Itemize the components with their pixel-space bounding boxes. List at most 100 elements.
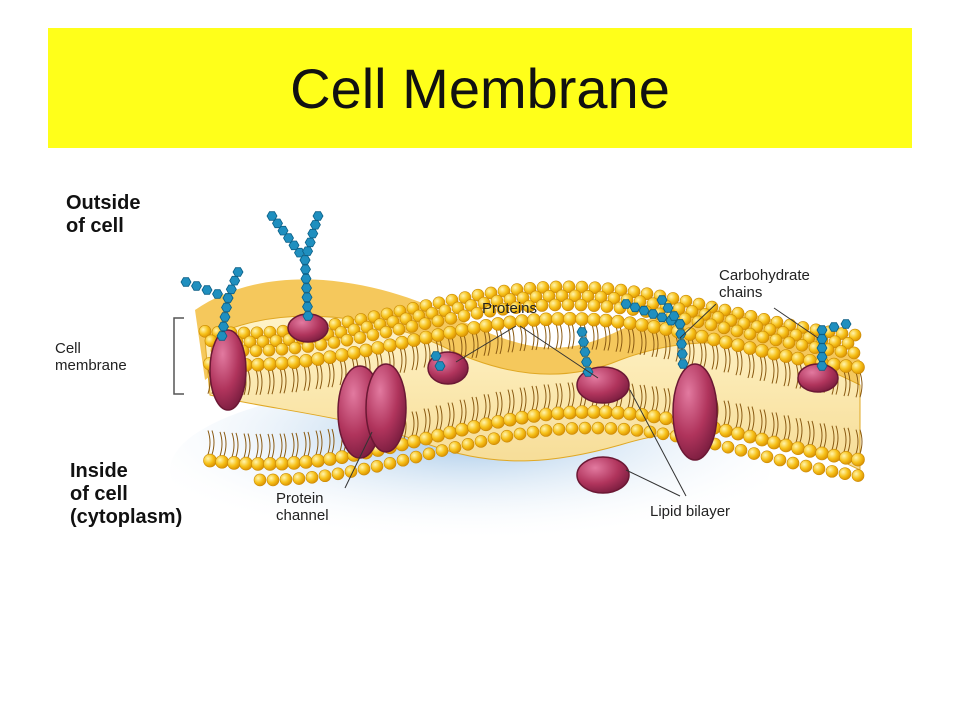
phospholipid-head	[828, 335, 842, 348]
phospholipid-head	[418, 317, 432, 331]
phospholipid-head	[366, 328, 380, 342]
phospholipid-head	[588, 281, 602, 294]
phospholipid-head	[262, 343, 276, 357]
phospholipid-head	[305, 471, 319, 484]
sugar-unit	[668, 311, 680, 321]
lipid-tail	[415, 344, 419, 371]
phospholipid-head	[851, 469, 865, 482]
lipid-tail	[595, 324, 599, 350]
protein-channel-protein	[337, 363, 407, 459]
lipid-tail	[303, 365, 307, 391]
phospholipid-head	[292, 472, 306, 485]
lipid-tail	[247, 369, 251, 396]
lipid-tail	[739, 350, 743, 376]
lipid-tail	[771, 412, 775, 437]
lipid-tail	[475, 332, 479, 359]
phospholipid-head	[370, 459, 384, 473]
phospholipid-head	[647, 320, 661, 334]
phospholipid-head	[575, 280, 589, 294]
phospholipid-head	[392, 323, 406, 336]
lipid-tail	[667, 333, 671, 360]
lipid-tail	[703, 341, 707, 367]
phospholipid-head	[526, 425, 540, 439]
phospholipid-head	[552, 422, 566, 436]
sugar-unit	[301, 283, 312, 293]
sugar-unit	[216, 331, 228, 341]
lipid-tail	[319, 363, 323, 390]
phospholipid-head	[551, 406, 565, 421]
phospholipid-head	[435, 444, 449, 457]
phospholipid-head	[431, 314, 445, 328]
lipid-tail	[847, 427, 851, 452]
phospholipid-head	[422, 447, 436, 461]
phospholipid-head	[529, 290, 543, 304]
phospholipid-head	[443, 425, 457, 440]
lipid-tail	[723, 400, 727, 425]
sugar-unit	[218, 321, 229, 332]
integral-protein-right	[672, 363, 718, 461]
lipid-tail	[859, 372, 863, 398]
phospholipid-head	[755, 344, 769, 358]
lipid-tail	[423, 342, 427, 368]
phospholipid-head	[539, 407, 553, 422]
phospholipid-head	[623, 316, 637, 330]
sugar-unit	[629, 302, 641, 313]
phospholipid-head	[353, 331, 367, 344]
phospholipid-head	[635, 318, 649, 332]
phospholipid-head	[311, 352, 325, 366]
lipid-tail	[571, 323, 575, 349]
phospholipid-head	[536, 281, 550, 294]
sugar-unit	[232, 267, 244, 277]
phospholipid-head	[275, 356, 289, 371]
sugar-unit	[309, 220, 321, 230]
sugar-unit	[300, 264, 311, 275]
phospholipid-head	[500, 429, 514, 443]
lipid-tail	[279, 368, 283, 394]
lipid-tail	[223, 431, 227, 457]
bottom-protein	[576, 456, 630, 494]
phospholipid-head	[640, 287, 654, 301]
phospholipid-head	[799, 459, 813, 473]
lipid-tail	[531, 324, 535, 351]
lipid-tail	[259, 369, 263, 395]
lipid-tail	[447, 402, 451, 427]
lipid-tail	[411, 344, 415, 371]
lipid-tail	[631, 328, 635, 354]
phospholipid-head	[599, 313, 613, 328]
phospholipid-head	[396, 453, 410, 467]
phospholipid-head	[371, 341, 385, 355]
phospholipid-head	[347, 345, 361, 360]
sugar-unit	[816, 352, 828, 362]
phospholipid-head	[815, 446, 829, 461]
phospholipid-head	[791, 351, 805, 366]
channel-leader	[344, 431, 373, 489]
phospholipid-head	[457, 309, 471, 323]
phospholipid-head	[496, 302, 510, 316]
lipid-tail	[847, 370, 851, 397]
lipid-tail	[471, 332, 475, 359]
sugar-unit	[662, 303, 674, 313]
lipid-tail	[651, 331, 655, 358]
sugar-unit	[266, 211, 278, 221]
lipid-tail	[603, 325, 607, 351]
carbohydrate-chains-label: Carbohydrate chains	[719, 267, 810, 302]
sugar-unit	[300, 273, 312, 284]
lipid-tail	[435, 405, 439, 430]
sugar-unit	[816, 334, 828, 344]
phospholipid-head	[656, 427, 670, 441]
phospholipid-head	[405, 320, 419, 333]
sugar-unit	[578, 337, 589, 347]
lipid-tail	[499, 391, 503, 417]
phospholipid-head	[455, 422, 469, 437]
lipid-tail	[763, 409, 767, 434]
lipid-tail	[759, 409, 763, 434]
sugar-unit	[677, 359, 689, 369]
phospholipid-head	[409, 450, 423, 464]
lipid-tail	[855, 429, 859, 454]
phospholipid-head	[198, 325, 212, 338]
lipid-bilayer-label: Lipid bilayer	[650, 503, 731, 520]
phospholipid-head	[730, 324, 744, 338]
proteins-leader-left	[455, 325, 517, 363]
lipid-tail	[279, 433, 283, 458]
phospholipid-head	[743, 429, 757, 444]
